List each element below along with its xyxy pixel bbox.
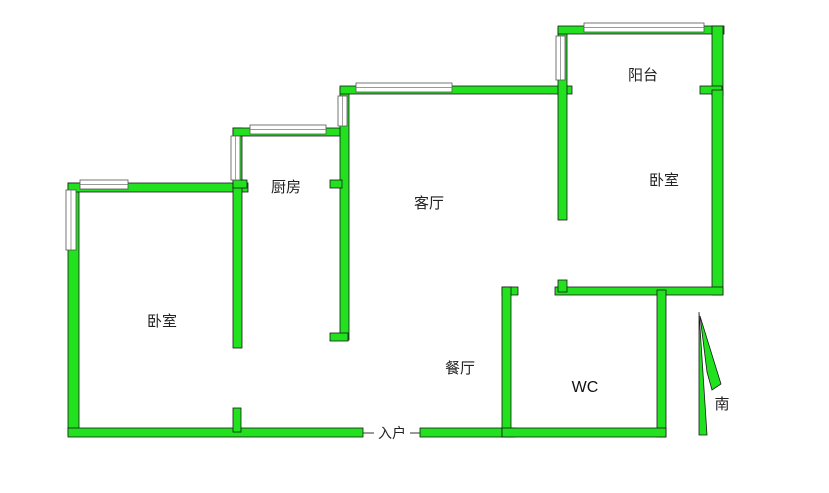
wall-kitchen-stub [329,179,343,189]
compass: 南 [698,311,730,436]
room-label-bedroom-right: 卧室 [649,171,679,189]
wall-right-outer [711,89,724,296]
room-labels: 卧室 厨房 客厅 阳台 卧室 餐厅 WC [147,66,679,396]
entrance-label: 入户 [378,425,406,442]
wall-bedroom-kitchen-stub [232,179,248,189]
wall-bottom-left [67,427,364,438]
wall-wc-right [656,289,667,438]
wall-bedroom-top [67,182,249,193]
room-label-living-room: 客厅 [414,194,444,212]
wall-right-outer-top [711,25,724,97]
room-label-dining-room: 餐厅 [445,359,475,377]
entrance: 入户 [363,424,420,442]
compass-arrow-icon [698,311,708,436]
wall-living-top [339,85,573,95]
wall-bottom-middle [419,427,516,438]
room-label-balcony: 阳台 [628,66,658,84]
room-label-bedroom-left: 卧室 [147,312,177,330]
compass-direction-label: 南 [714,395,729,413]
wall-bedroom-right-bottom [554,286,724,296]
compass-arrow-head-icon [699,315,722,391]
room-label-kitchen: 厨房 [271,178,301,196]
windows [65,22,705,251]
room-label-wc: WC [572,379,599,396]
wall-wc-left [501,286,512,438]
wall-wc-bottom [501,427,667,438]
wall-bottom-stub [232,407,242,433]
wall-kitchen-living-foot [329,332,349,342]
wall-bedroom-right-door-stub [557,279,568,293]
